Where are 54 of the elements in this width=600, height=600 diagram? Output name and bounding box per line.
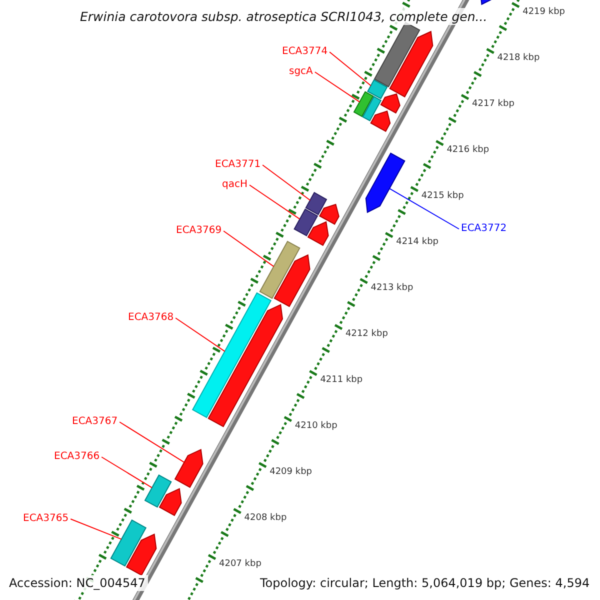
leader-line xyxy=(119,422,185,463)
gene-bar xyxy=(208,304,284,428)
scale-label: 4214 kbp xyxy=(396,237,438,248)
scale-label: 4212 kbp xyxy=(346,329,388,340)
scale-label: 4216 kbp xyxy=(446,145,490,156)
scale-label: 4210 kbp xyxy=(294,421,338,432)
gene-label: qacH xyxy=(222,179,248,191)
leader-line xyxy=(175,318,226,352)
scale-label: 4213 kbp xyxy=(370,283,414,294)
gene-bar xyxy=(126,534,157,576)
gene-bar xyxy=(365,152,406,214)
scale-label: 4219 kbp xyxy=(522,7,565,18)
gene-bar xyxy=(110,519,147,567)
gene-bar xyxy=(294,208,318,236)
leader-line xyxy=(329,52,372,86)
scale-label: 4211 kbp xyxy=(320,375,363,386)
leader-line xyxy=(314,72,360,102)
gene-label: ECA3769 xyxy=(176,225,222,237)
leader-line xyxy=(223,230,274,267)
gene-label: sgcA xyxy=(289,66,313,78)
gene-bar xyxy=(380,93,400,114)
gene-label: ECA3766 xyxy=(54,451,100,463)
scale-label: 4215 kbp xyxy=(421,191,464,202)
gene-label: ECA3771 xyxy=(215,159,261,171)
gene-bar xyxy=(370,110,391,132)
scale-label: 4217 kbp xyxy=(472,99,514,110)
leader-line xyxy=(249,184,300,220)
gene-label: ECA3765 xyxy=(23,513,69,525)
gene-bar xyxy=(307,221,329,246)
gene-bar xyxy=(192,292,272,418)
gene-bar xyxy=(259,240,300,299)
gene-bar xyxy=(367,79,388,100)
gene-label: ECA3768 xyxy=(128,312,174,324)
leader-line xyxy=(389,188,460,230)
gene-label: ECA3772 xyxy=(461,223,507,235)
gene-bar xyxy=(319,204,340,225)
gene-bar xyxy=(389,30,434,98)
gene-label: ECA3774 xyxy=(282,46,328,58)
gene-bar xyxy=(274,254,310,308)
gene-bar xyxy=(353,91,374,118)
scale-label: 4218 kbp xyxy=(497,53,540,64)
gene-bar xyxy=(362,96,382,122)
gene-bar xyxy=(174,448,204,488)
leader-line xyxy=(262,164,311,201)
accession-text: Accession: NC_004547 xyxy=(6,575,148,591)
scale-label: 4207 kbp xyxy=(219,559,262,570)
scale-label: 4208 kbp xyxy=(244,513,287,524)
gene-bar xyxy=(158,488,182,516)
leader-line xyxy=(70,518,122,540)
leader-line xyxy=(101,456,152,488)
gene-bar xyxy=(305,192,328,216)
gene-label: ECA3767 xyxy=(72,416,118,428)
scale-label: 4209 kbp xyxy=(270,467,312,478)
gene-bar xyxy=(144,474,172,508)
